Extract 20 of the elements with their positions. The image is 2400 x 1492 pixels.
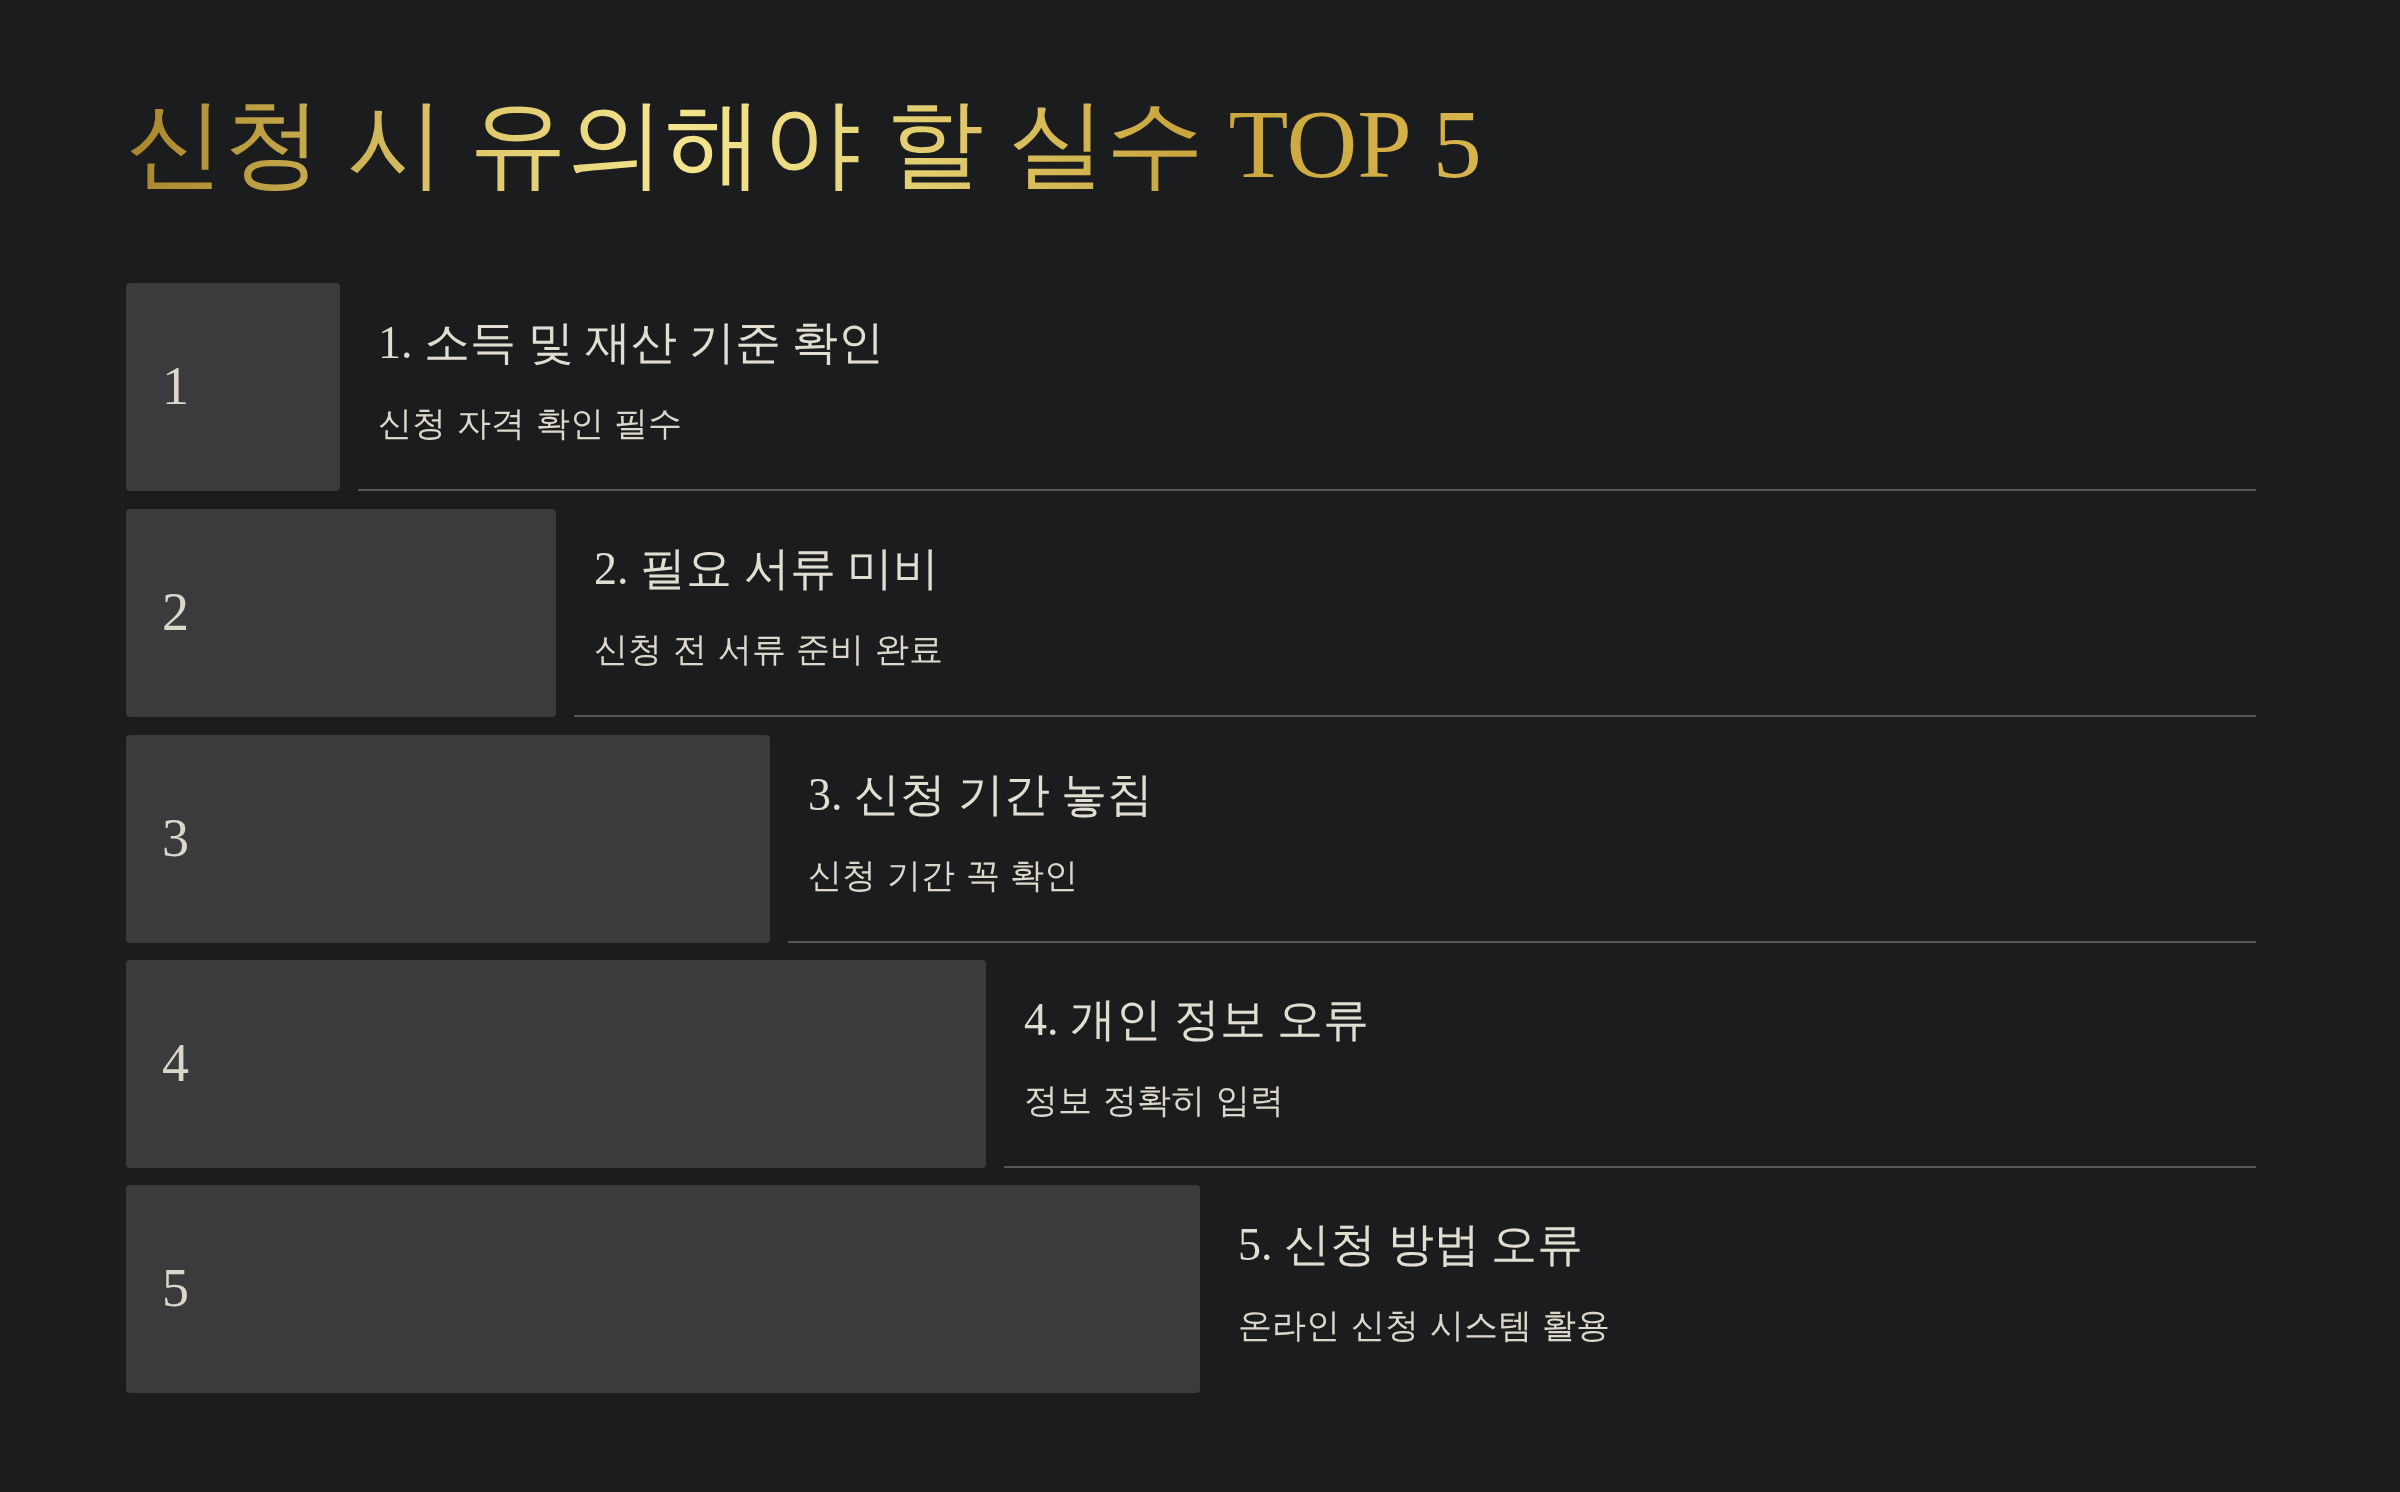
item-description: 신청 자격 확인 필수 <box>378 403 683 444</box>
item-heading: 4. 개인 정보 오류 <box>1024 993 1369 1047</box>
rank-bar <box>126 283 340 491</box>
item-heading: 2. 필요 서류 미비 <box>594 542 939 596</box>
item-heading: 1. 소득 및 재산 기준 확인 <box>378 316 884 370</box>
rank-bar <box>126 1185 1200 1393</box>
rank-bar <box>126 509 556 717</box>
item-heading: 3. 신청 기간 놓침 <box>808 768 1153 822</box>
rank-number: 2 <box>162 583 189 643</box>
rank-bar <box>126 960 986 1168</box>
item-heading: 5. 신청 방법 오류 <box>1238 1218 1583 1272</box>
item-description: 신청 기간 꼭 확인 <box>808 855 1079 896</box>
rank-number: 4 <box>162 1034 189 1094</box>
item-description: 신청 전 서류 준비 완료 <box>594 629 944 670</box>
item-description: 정보 정확히 입력 <box>1024 1080 1284 1121</box>
item-description: 온라인 신청 시스템 활용 <box>1238 1305 1611 1346</box>
rank-number: 5 <box>162 1259 189 1319</box>
rank-number: 3 <box>162 809 189 869</box>
rank-bar <box>126 735 770 943</box>
rank-number: 1 <box>162 357 189 417</box>
